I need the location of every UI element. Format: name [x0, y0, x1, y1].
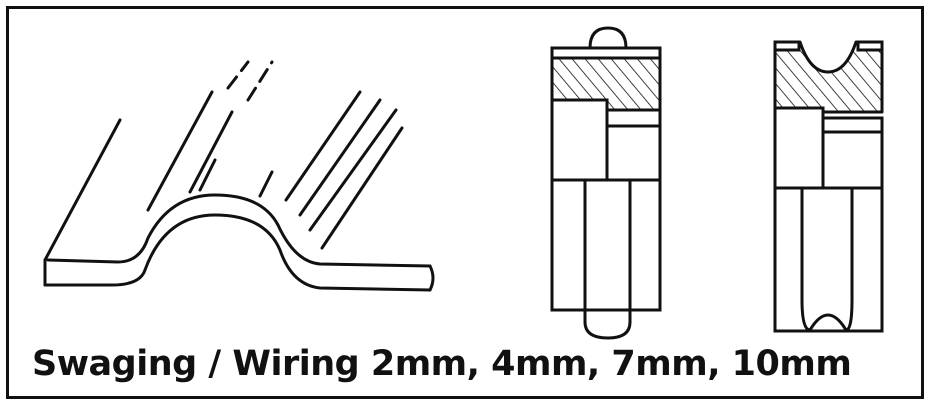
diagram-caption: Swaging / Wiring 2mm, 4mm, 7mm, 10mm: [32, 344, 852, 384]
diagram-frame: [6, 6, 924, 399]
concave-roller-die: [773, 40, 884, 333]
convex-roller-die: [550, 26, 662, 340]
swaged-sheet-drawing: [43, 60, 435, 292]
